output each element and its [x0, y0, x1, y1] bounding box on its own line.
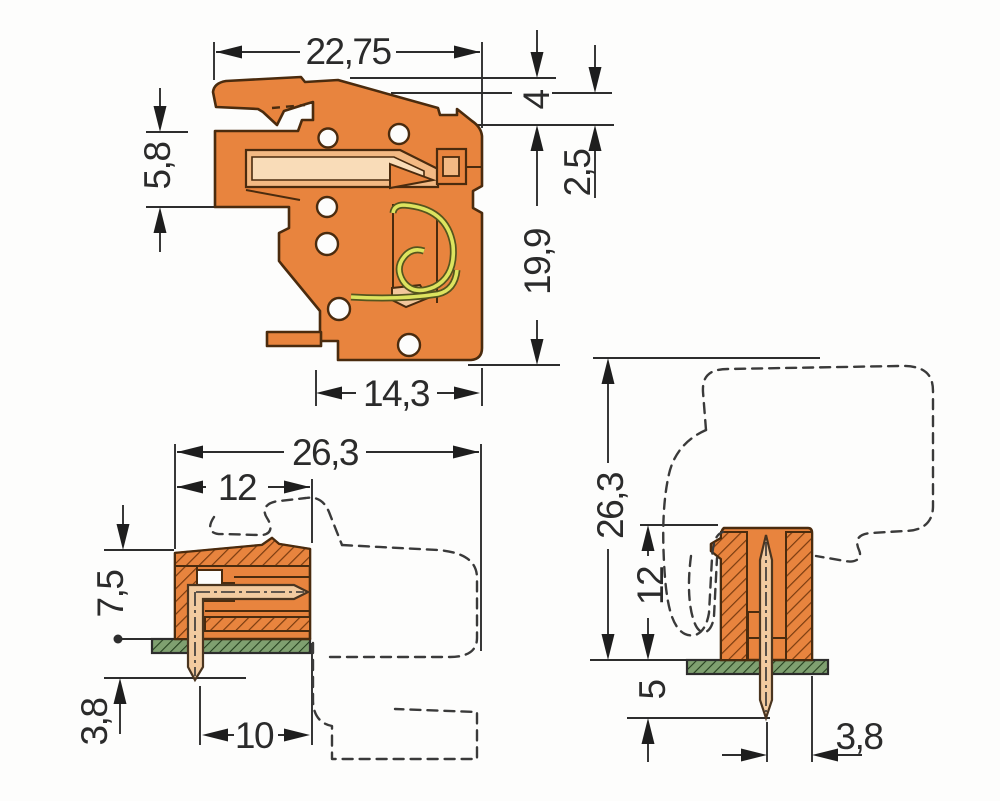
clamp-spring — [350, 201, 461, 302]
dim-height-above-pcb-label: 7,5 — [90, 570, 131, 618]
pcb-front — [685, 658, 830, 676]
dim-body-height-label: 19,9 — [517, 229, 558, 295]
datum-dot — [113, 634, 123, 644]
pcb-side — [150, 637, 312, 655]
dim-depth-total-label: 26,3 — [292, 432, 358, 473]
dim-pin-to-edge-label: 3,8 — [836, 716, 883, 757]
dim-height-total-label: 26,3 — [590, 473, 631, 539]
dim-depth-housing-label: 12 — [218, 467, 256, 508]
dim-step-label: 2,5 — [557, 149, 598, 197]
dim-top-width-label: 22,75 — [305, 31, 391, 72]
dim-bottom-width-label: 14,3 — [363, 373, 429, 414]
dim-height-housing-label: 12 — [630, 567, 671, 605]
dim-latch-height-label: 4 — [516, 90, 557, 110]
view-front-on-pcb: 26,3 12 5 3,8 — [590, 357, 935, 762]
dim-pin-below-pcb-label: 3,8 — [74, 699, 115, 746]
dim-pin-offset-label: 10 — [235, 715, 274, 756]
view-side-cross-section: 22,75 4 5,8 2,5 19,9 14,3 — [137, 30, 614, 414]
view-side-on-pcb: 26,3 12 7,5 3,8 10 — [74, 432, 482, 761]
solder-pin-angled — [186, 583, 311, 683]
mating-connector-outline-front — [662, 364, 935, 637]
dim-slot-height-label: 5,8 — [137, 143, 178, 190]
dim-pin-length-label: 5 — [632, 680, 673, 700]
mating-connector-outline — [209, 496, 479, 761]
housing-holes — [314, 122, 422, 358]
